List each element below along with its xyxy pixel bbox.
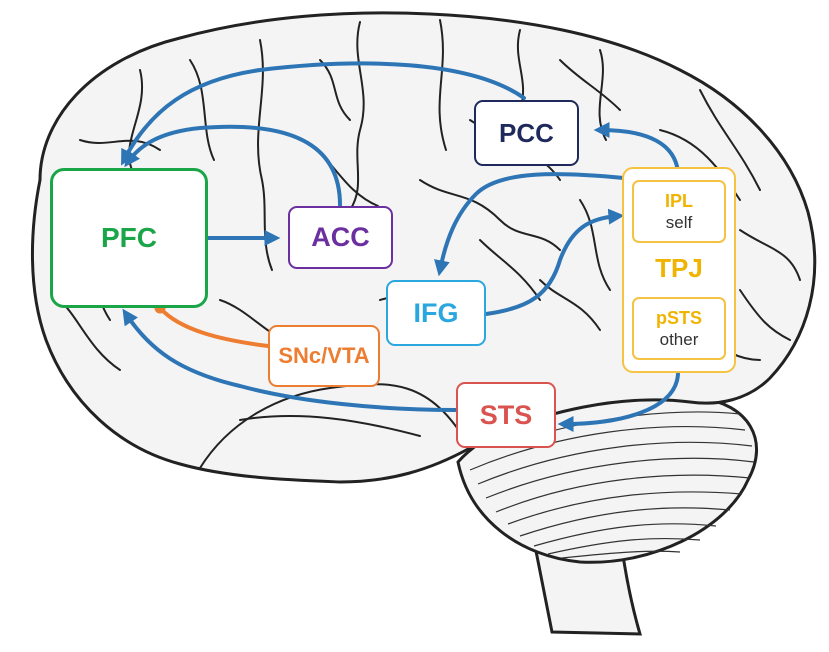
ipl-sublabel: self xyxy=(665,213,693,233)
dopamine-link-sncvta-to-pfc xyxy=(158,306,270,348)
psts-label: pSTS xyxy=(655,307,702,328)
pcc-label: PCC xyxy=(499,117,554,148)
cerebellum-folia xyxy=(469,411,755,559)
arrow-pcc-to-pfc xyxy=(121,61,526,166)
arrow-ifg-to-ipl xyxy=(484,208,625,316)
acc-box: ACC xyxy=(288,206,393,269)
temporal-contour xyxy=(199,383,471,469)
sts-label: STS xyxy=(479,399,533,430)
ifg-label: IFG xyxy=(413,297,459,328)
ipl-box: IPL self xyxy=(632,180,726,243)
ipl-label: IPL xyxy=(664,190,693,211)
arrow-tpj-to-ifg xyxy=(434,172,626,277)
pfc-label: PFC xyxy=(101,222,157,253)
connections xyxy=(121,61,680,432)
arrow-sts-to-pfc xyxy=(122,308,458,412)
tpj-label: TPJ xyxy=(655,252,703,283)
psts-sublabel: other xyxy=(659,330,699,350)
sncvta-label: SNc/VTA xyxy=(278,343,370,368)
arrow-acc-to-pfc xyxy=(124,124,342,207)
ifg-box: IFG xyxy=(386,280,486,346)
sts-box: STS xyxy=(456,382,556,448)
acc-label: ACC xyxy=(311,222,370,252)
pfc-box: PFC xyxy=(50,168,208,308)
sncvta-box: SNc/VTA xyxy=(268,325,380,387)
psts-box: pSTS other xyxy=(632,297,726,360)
pcc-box: PCC xyxy=(474,100,579,166)
arrow-tpj-to-sts xyxy=(557,372,680,432)
arrow-tpj-to-pcc xyxy=(593,122,680,174)
